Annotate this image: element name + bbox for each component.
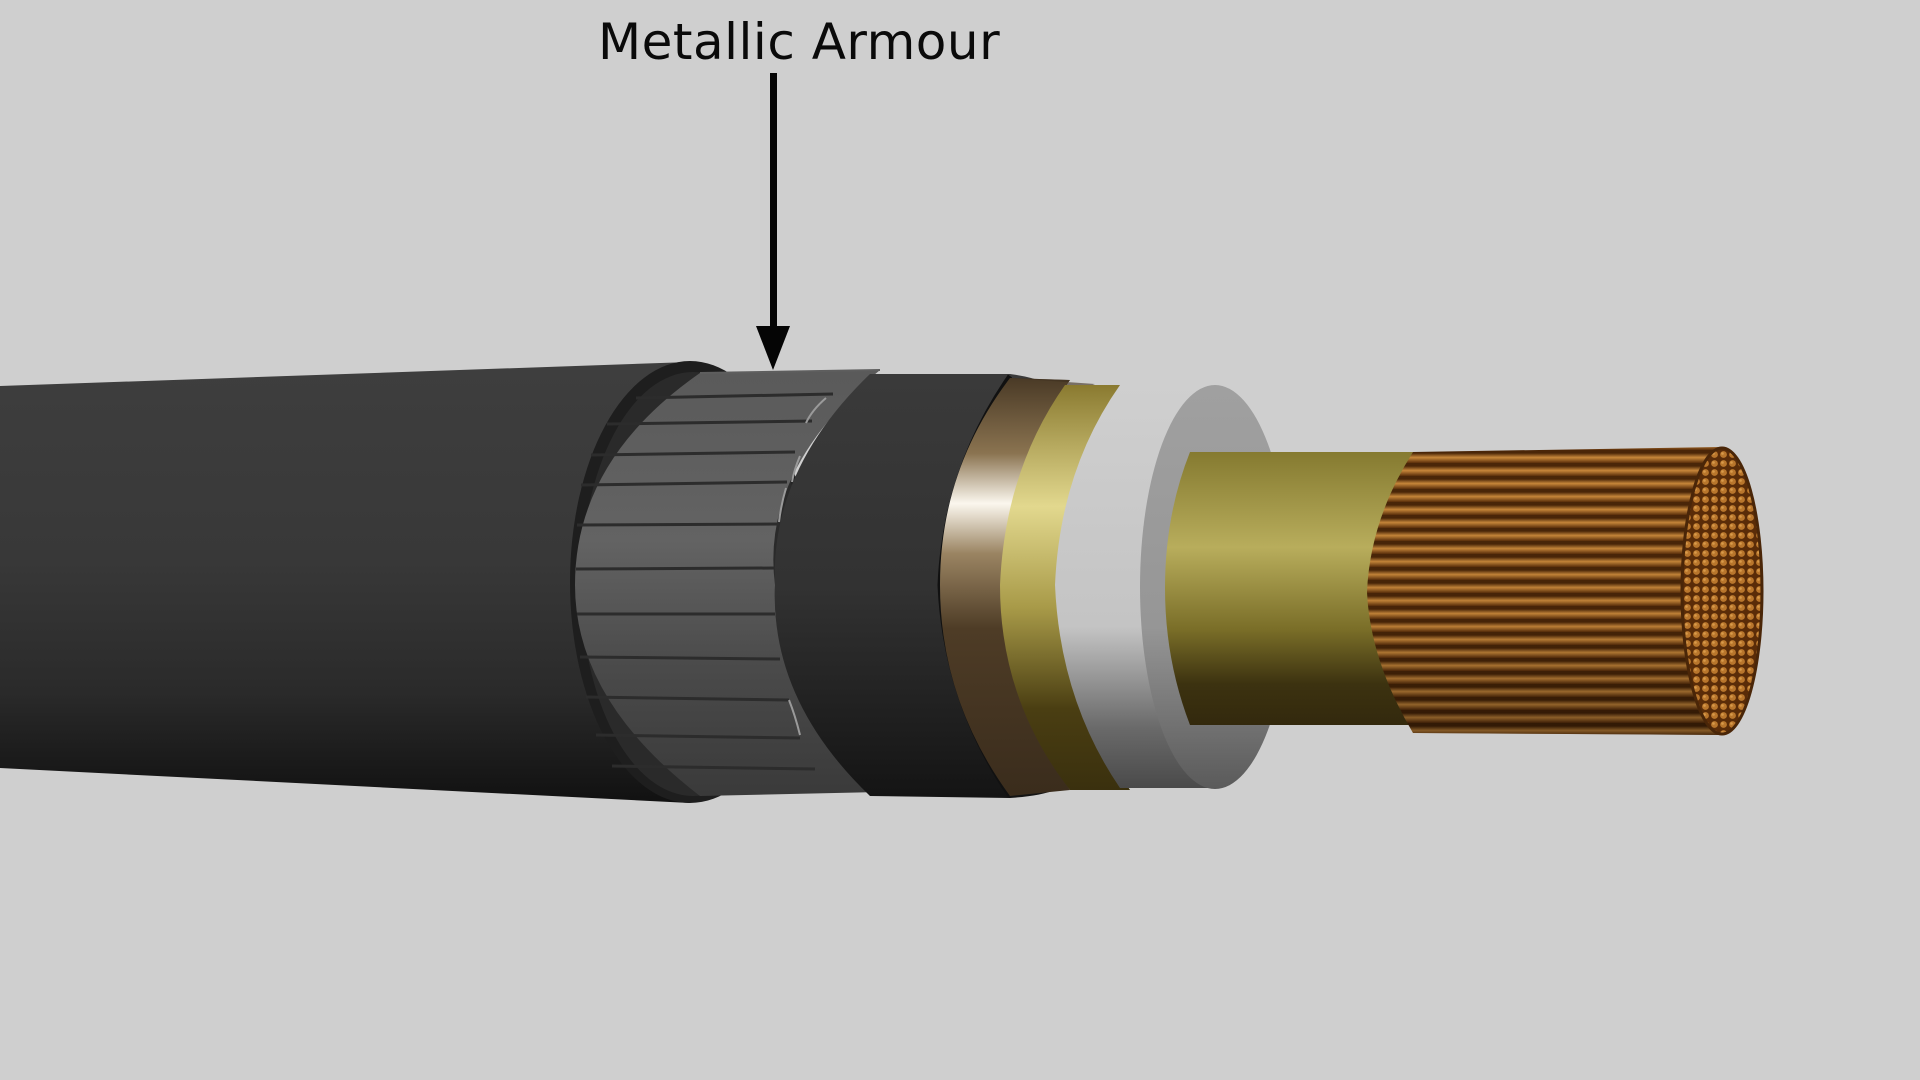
- copper-conductor: [1367, 446, 1764, 736]
- callout-label: Metallic Armour: [598, 13, 1001, 71]
- conductor-screen: [1165, 452, 1420, 725]
- callout-arrow: [756, 73, 790, 370]
- armour-layer: [575, 369, 881, 796]
